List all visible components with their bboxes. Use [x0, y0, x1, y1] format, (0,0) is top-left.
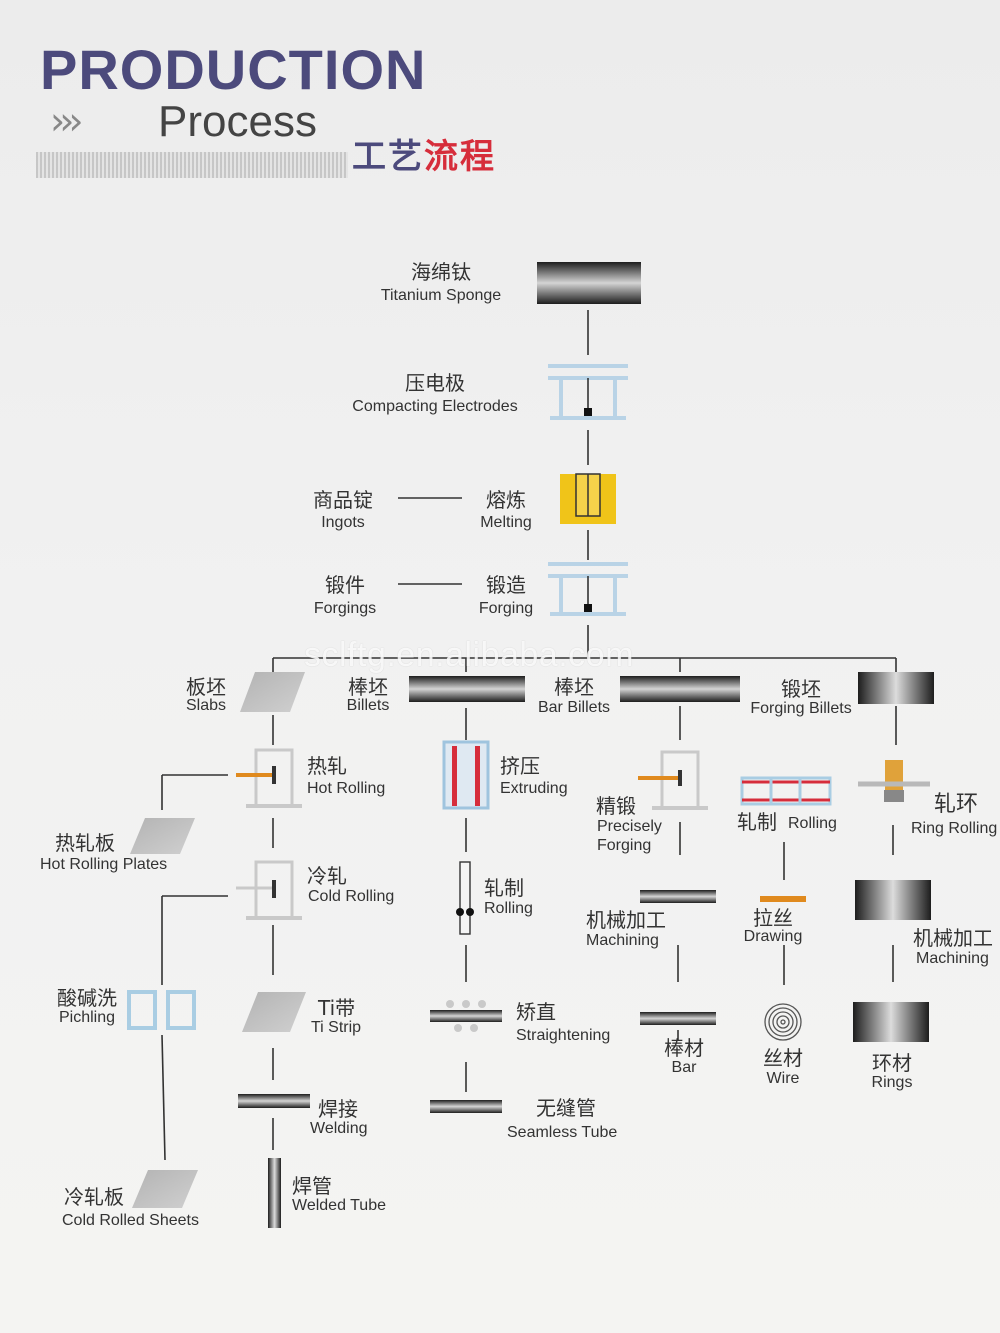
melting-label: Melting [480, 514, 532, 531]
welding-bar-icon [238, 1094, 310, 1108]
bar-rolling-icon [456, 861, 474, 935]
drawing-label-zh: 拉丝 [753, 906, 793, 930]
page-title-zh: 工艺流程 [352, 140, 496, 174]
pichling-label: Pichling [59, 1009, 116, 1026]
bar-billets-label-zh: 棒坯 [554, 675, 594, 699]
wire-coil-icon [764, 1003, 802, 1041]
precisely-forging-label-zh: 精锻 [596, 794, 636, 818]
seamless-tube-label: Seamless Tube [507, 1124, 618, 1141]
forging-label-zh: 锻造 [486, 573, 526, 597]
wire-label: Wire [766, 1070, 800, 1087]
welding-label: Welding [310, 1120, 368, 1137]
welding-label-zh: 焊接 [318, 1097, 358, 1121]
machined-bar-icon [640, 890, 716, 903]
forging-billets-label: Forging Billets [750, 700, 852, 717]
machined-ring-icon [855, 880, 931, 920]
slab-icon [240, 672, 305, 712]
hot-rolling-plate-icon [130, 818, 195, 854]
bar-label: Bar [671, 1059, 697, 1076]
melting-furnace-icon [560, 473, 616, 524]
title-zh-part2: 流程 [424, 137, 496, 177]
welded-tube-label: Welded Tube [292, 1197, 386, 1214]
cold-rolled-sheet-icon [132, 1170, 198, 1208]
decorative-hatch-bar [36, 152, 348, 178]
bar-billets-label: Bar Billets [537, 699, 611, 716]
page-title: PRODUCTION [40, 38, 427, 101]
cold-rolling-label: Cold Rolling [308, 888, 395, 905]
drawing-label: Drawing [743, 928, 803, 945]
forging-billets-label-zh: 锻坯 [781, 677, 821, 701]
machining-bar-label: Machining [586, 932, 659, 949]
ring-rolling-label: Ring Rolling [911, 820, 998, 837]
rings-label-zh: 环材 [872, 1051, 912, 1075]
billets-label-zh: 棒坯 [348, 675, 388, 699]
cold-rolled-sheets-label-zh: 冷轧板 [64, 1185, 124, 1209]
welded-tube-icon [268, 1158, 281, 1228]
bar-product-icon [640, 1012, 716, 1025]
extruder-icon [442, 740, 490, 810]
straightening-icon [430, 1000, 502, 1032]
hot-rolling-label: Hot Rolling [307, 780, 386, 797]
seamless-tube-icon [430, 1100, 502, 1113]
connector-lines [161, 310, 897, 1161]
wire-rolling-label-zh: 轧制 [737, 810, 777, 834]
watermark: sclftg.en.alibaba.com [304, 636, 634, 674]
titanium-sponge-label: Titanium Sponge [380, 287, 502, 304]
machining-ring-label-zh: 机械加工 [913, 926, 993, 950]
rings-product-icon [853, 1002, 929, 1042]
compacting-electrodes-label-zh: 压电极 [405, 371, 465, 395]
billet-bar-icon [409, 676, 525, 702]
extruding-label: Extruding [500, 780, 568, 797]
pichling-label-zh: 酸碱洗 [57, 986, 117, 1010]
wire-rolling-icon [740, 776, 832, 806]
cold-rolling-label-zh: 冷轧 [307, 864, 347, 888]
machining-bar-label-zh: 机械加工 [586, 908, 666, 932]
wire-label-zh: 丝材 [763, 1046, 803, 1070]
cold-rolled-sheets-label: Cold Rolled Sheets [62, 1212, 199, 1229]
bar-billet-icon [620, 676, 740, 702]
machining-ring-label: Machining [916, 950, 989, 967]
hot-rolling-label-zh: 热轧 [307, 754, 347, 778]
title-zh-part1: 工艺 [352, 137, 424, 177]
rings-label: Rings [871, 1074, 913, 1091]
drawing-rod-icon [760, 896, 806, 902]
compacting-electrodes-label: Compacting Electrodes [352, 398, 518, 415]
ti-strip-label: Ti Strip [311, 1019, 362, 1036]
ti-strip-icon [242, 992, 306, 1032]
slabs-label-zh: 板坯 [186, 675, 226, 699]
ingots-label-zh: 商品锭 [313, 488, 373, 512]
hot-rolling-plates-label-zh: 热轧板 [55, 831, 115, 855]
page-subtitle: Process [158, 97, 317, 146]
straightening-label: Straightening [516, 1027, 611, 1044]
ring-rolling-icon [858, 760, 930, 802]
hot-rolling-mill-icon [236, 748, 302, 808]
ingots-label: Ingots [321, 514, 365, 531]
forging-label: Forging [478, 600, 534, 617]
straightening-label-zh: 矫直 [516, 1000, 556, 1024]
rolling-label-zh: 轧制 [484, 876, 524, 900]
rolling-label: Rolling [484, 900, 533, 917]
cold-rolling-mill-icon [236, 860, 302, 920]
forgings-label-zh: 锻件 [325, 573, 365, 597]
precise-forging-icon [638, 750, 708, 810]
melting-label-zh: 熔炼 [486, 488, 526, 512]
ring-rolling-label-zh: 轧环 [934, 792, 979, 817]
precisely-forging-label-line1: Precisely [597, 818, 662, 835]
extruding-label-zh: 挤压 [500, 754, 540, 778]
forging-billet-icon [858, 672, 934, 704]
pickling-tank-icon [127, 990, 196, 1030]
hot-rolling-plates-label: Hot Rolling Plates [40, 856, 168, 873]
slabs-label: Slabs [185, 697, 227, 714]
titanium-sponge-label-zh: 海绵钛 [411, 260, 471, 284]
titanium-sponge-icon [537, 262, 641, 304]
forgings-label: Forgings [313, 600, 377, 617]
seamless-tube-label-zh: 无缝管 [536, 1096, 596, 1120]
welded-tube-label-zh: 焊管 [292, 1174, 332, 1198]
wire-rolling-label: Rolling [788, 815, 837, 832]
ti-strip-label-zh: Ti带 [318, 996, 356, 1020]
precisely-forging-label-line2: Forging [597, 837, 652, 854]
bar-label-zh: 棒材 [664, 1036, 704, 1060]
billets-label: Billets [346, 697, 390, 714]
